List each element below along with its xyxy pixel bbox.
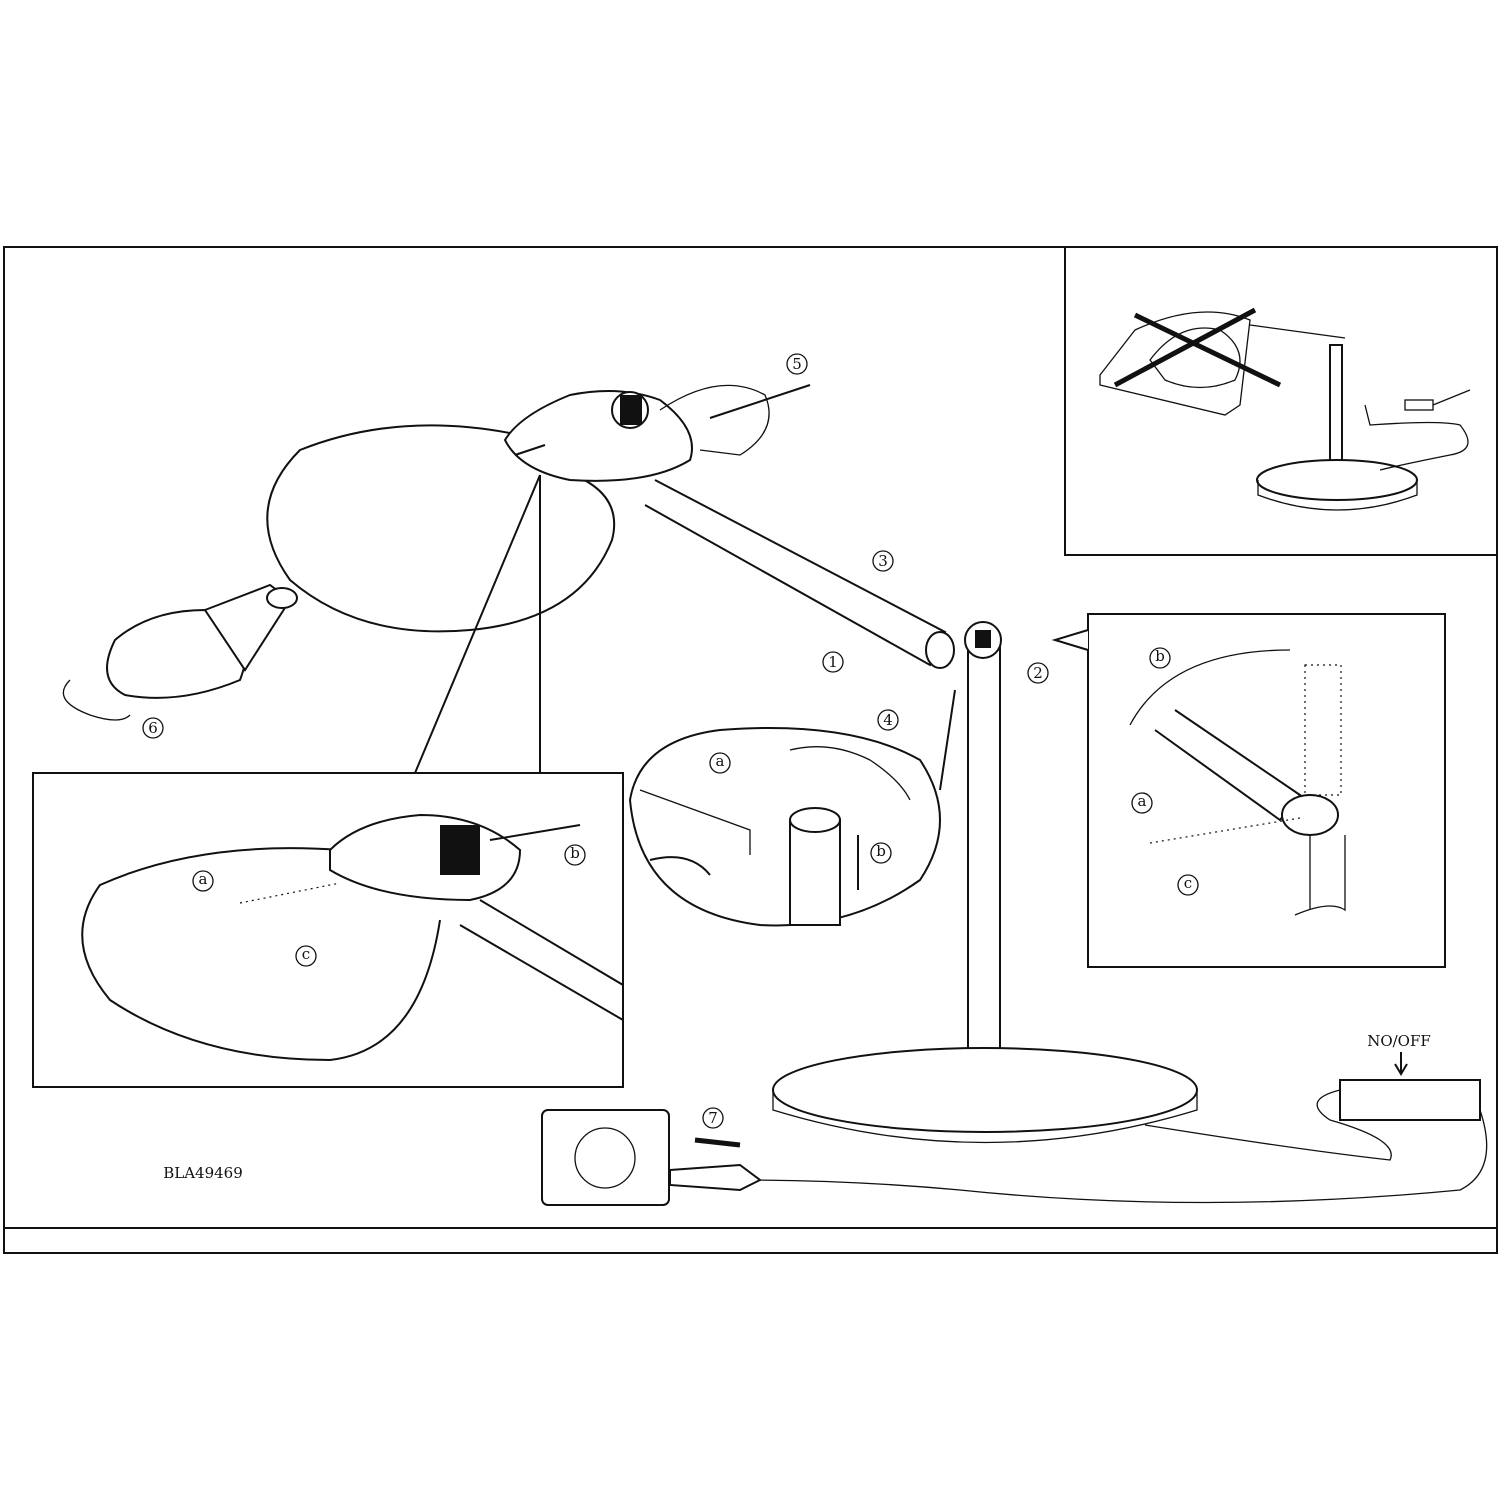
step-label-7: 7 (702, 1107, 724, 1129)
lamp-arm (644, 479, 955, 669)
callout-line (414, 474, 541, 774)
model-code: BLA49469 (163, 1164, 243, 1182)
right-label-c: c (1177, 874, 1199, 896)
page-frame (3, 246, 1498, 1254)
svg-text:2: 2 (1033, 664, 1043, 682)
inset-cable-routing (628, 689, 956, 927)
lamp-shade (266, 384, 811, 633)
svg-text:a: a (1138, 792, 1147, 810)
svg-text:3: 3 (878, 552, 888, 570)
arrow-down-icon (1394, 1052, 1408, 1076)
svg-text:4: 4 (883, 711, 893, 729)
step-label-6: 6 (142, 717, 164, 739)
right-label-a: a (1131, 792, 1153, 814)
switch-label: NO/OFF (1367, 1032, 1431, 1050)
wall-socket (541, 1109, 762, 1206)
inset-shade-mounting (32, 772, 624, 1088)
svg-text:c: c (1184, 874, 1192, 892)
right-label-b: b (1149, 647, 1171, 669)
svg-text:6: 6 (148, 719, 158, 737)
svg-text:b: b (1155, 647, 1165, 665)
inset-arm-adjustment (1051, 613, 1446, 968)
svg-text:b: b (570, 844, 580, 862)
svg-text:7: 7 (708, 1109, 718, 1127)
circle-label-b: b (870, 842, 892, 864)
circle-label-a: a (709, 752, 731, 774)
svg-text:a: a (199, 870, 208, 888)
step-label-1: 1 (822, 651, 844, 673)
step-label-4: 4 (877, 709, 899, 731)
svg-text:1: 1 (828, 653, 838, 671)
left-label-b: b (564, 844, 586, 866)
step-label-3: 3 (872, 550, 894, 572)
step-label-2: 2 (1027, 662, 1049, 684)
lamp-stand (739, 621, 1488, 1204)
warning-inset-no-covering (1064, 246, 1498, 556)
svg-text:c: c (302, 945, 310, 963)
svg-text:5: 5 (792, 355, 802, 373)
left-label-a: a (192, 870, 214, 892)
light-bulb (62, 583, 298, 721)
step-label-5: 5 (786, 353, 808, 375)
svg-text:b: b (876, 842, 886, 860)
left-label-c: c (295, 945, 317, 967)
svg-text:a: a (716, 752, 725, 770)
